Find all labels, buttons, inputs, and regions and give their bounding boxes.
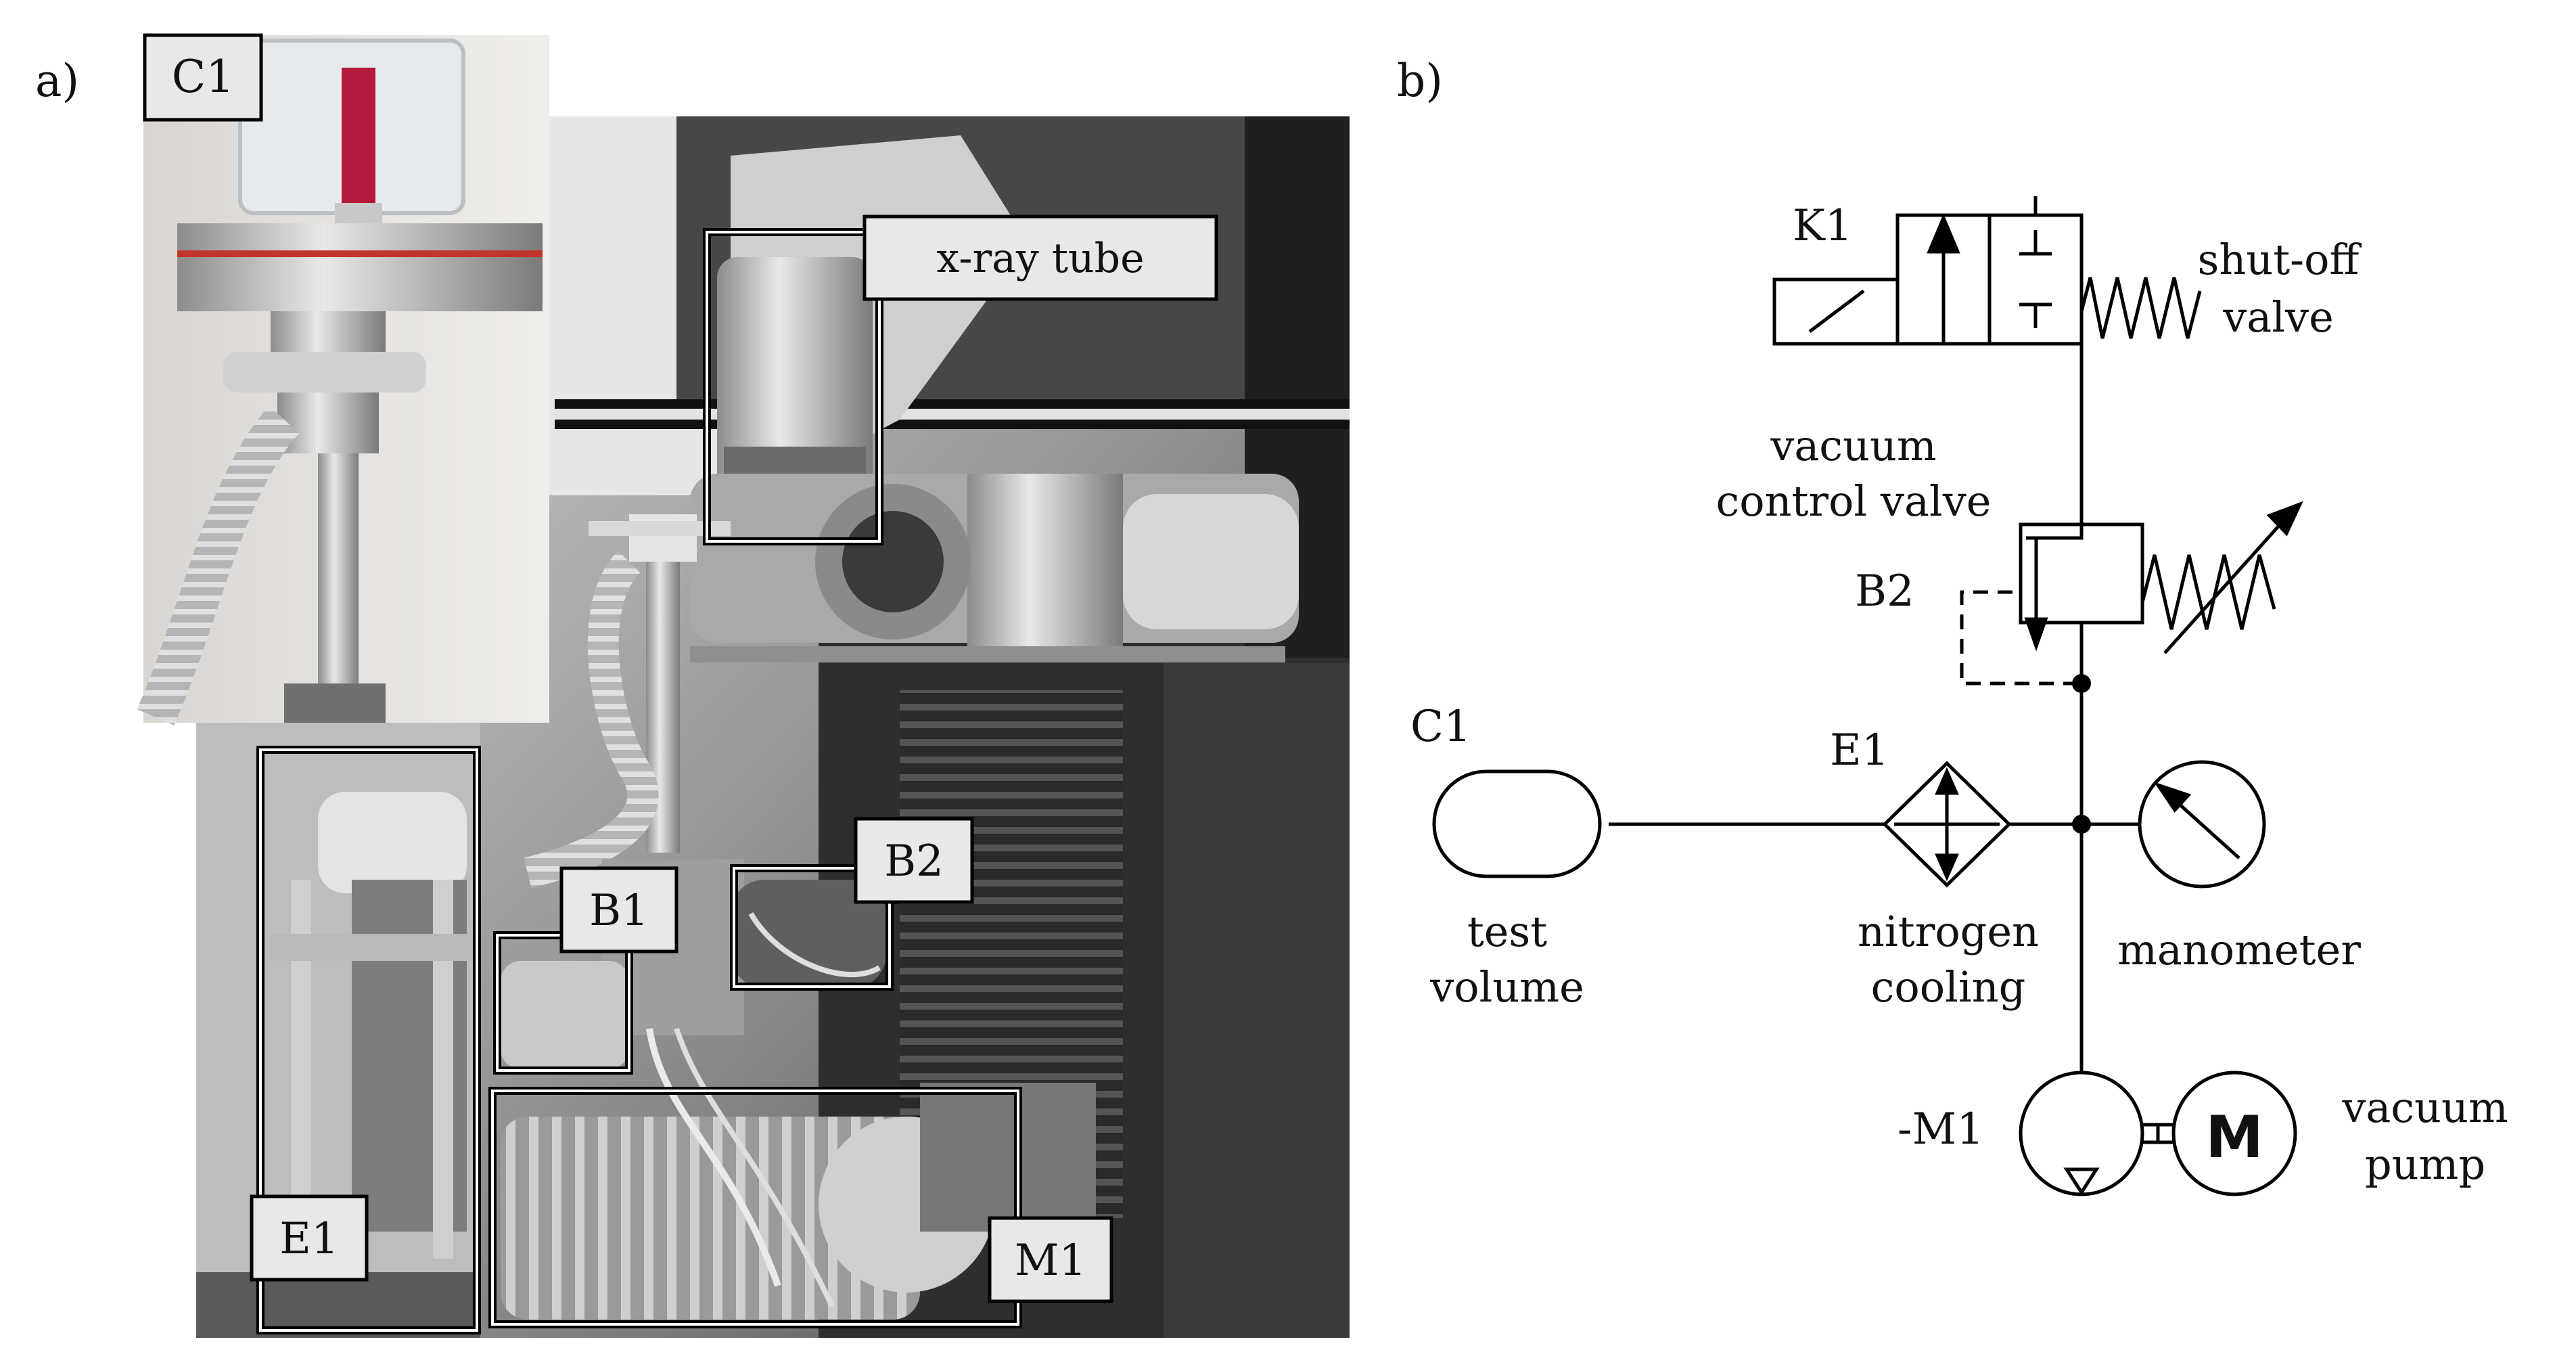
callout-label-c1: C1 <box>143 33 263 122</box>
manometer-symbol <box>2138 760 2266 889</box>
svg-text:x-ray tube: x-ray tube <box>936 235 1144 282</box>
m1-id: -M1 <box>1898 1104 1984 1154</box>
nitrogen-cooling-label-2: cooling <box>1871 962 2026 1012</box>
vacuum-control-valve-label-1: vacuum <box>1770 421 1936 470</box>
manometer-label: manometer <box>2117 925 2361 974</box>
test-volume-symbol <box>1432 769 1602 878</box>
callout-label-m1: M1 <box>988 1216 1113 1303</box>
c1-id: C1 <box>1410 702 1471 752</box>
b2-id: B2 <box>1855 566 1914 616</box>
callout-label-b1: B1 <box>559 866 678 953</box>
callout-label-b2: B2 <box>854 817 974 904</box>
vacuum-control-valve-symbol <box>1960 501 2303 686</box>
vacuum-pump-symbol <box>2019 1071 2297 1196</box>
vacuum-control-valve-label-2: control valve <box>1716 476 1992 526</box>
shut-off-valve-symbol <box>1772 196 2202 346</box>
panel-a-label: a) <box>35 55 79 107</box>
shut-off-valve-label-2: valve <box>2222 292 2334 342</box>
k1-id: K1 <box>1793 201 1853 251</box>
nitrogen-cooling-symbol <box>1882 761 2012 888</box>
svg-text:M1: M1 <box>1015 1236 1086 1286</box>
photo-test-volume-inset <box>137 35 549 726</box>
svg-text:E1: E1 <box>279 1214 338 1264</box>
e1-id: E1 <box>1830 725 1889 776</box>
vacuum-pump-label-1: vacuum <box>2341 1083 2508 1132</box>
motor-symbol-label: M <box>2205 1104 2263 1171</box>
test-volume-label-1: test <box>1467 907 1547 956</box>
panel-b-label: b) <box>1397 55 1443 107</box>
svg-text:C1: C1 <box>172 51 235 103</box>
svg-text:B2: B2 <box>884 836 944 886</box>
callout-label-xray-tube: x-ray tube <box>862 215 1218 301</box>
shut-off-valve-label-1: shut-off <box>2198 235 2362 284</box>
vacuum-pump-label-2: pump <box>2365 1140 2485 1189</box>
nitrogen-cooling-label-1: nitrogen <box>1858 907 2039 956</box>
svg-text:B1: B1 <box>589 886 649 936</box>
callout-label-e1: E1 <box>250 1194 369 1282</box>
junction-dots <box>2072 674 2091 834</box>
test-volume-label-2: volume <box>1429 962 1584 1012</box>
